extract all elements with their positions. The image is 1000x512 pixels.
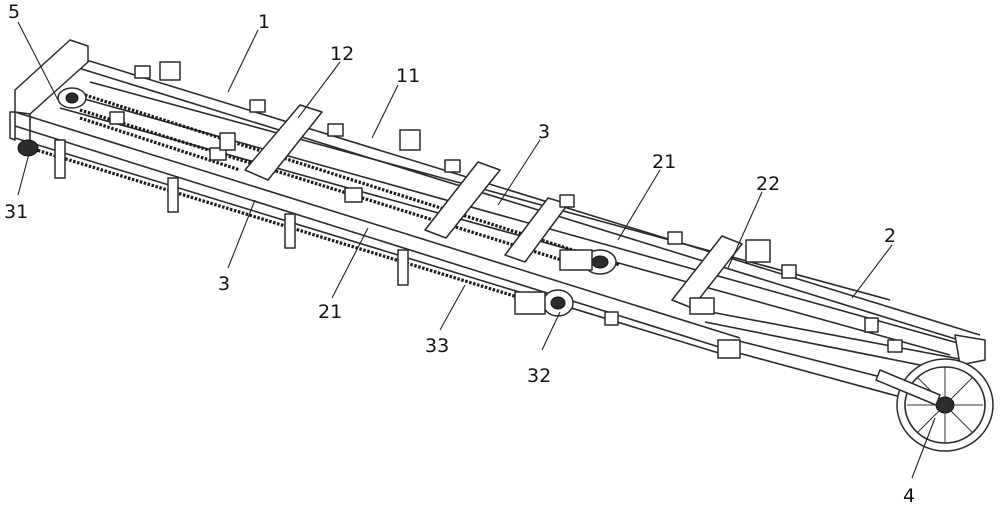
leader-lines [17,21,936,479]
label-4: 4 [903,485,915,507]
cross-beam-22 [671,235,743,309]
main-frame [9,39,986,406]
label-5: 5 [8,1,20,23]
part-labels: 5 1 12 11 3 21 22 2 31 3 21 33 32 4 [4,1,915,507]
label-31: 31 [4,201,28,223]
label-33: 33 [425,335,449,357]
label-3-top: 3 [538,121,550,143]
middle-chain [79,108,601,274]
brackets [109,61,903,353]
sprockets [17,87,617,317]
cross-beams [244,104,743,309]
label-1: 1 [258,11,270,33]
label-32: 32 [527,365,551,387]
label-22: 22 [756,173,780,195]
label-2: 2 [884,225,896,247]
cross-beam-12 [244,104,323,181]
label-21-top: 21 [652,151,676,173]
label-3-bottom: 3 [218,273,230,295]
legs [54,139,741,359]
label-11: 11 [396,65,420,87]
label-12: 12 [330,43,354,65]
sprocket-31 [17,139,39,157]
label-21-bottom: 21 [318,301,342,323]
wheel [875,358,994,452]
